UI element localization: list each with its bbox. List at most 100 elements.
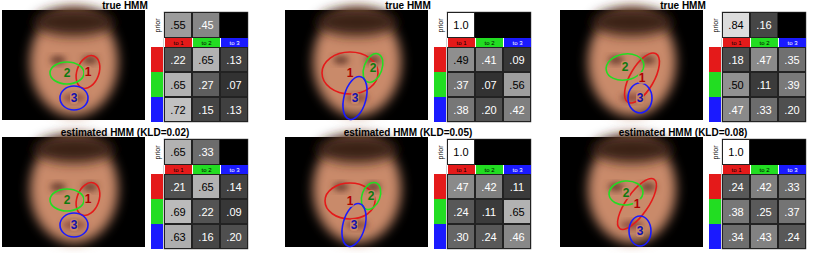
prior-cell: 1.0	[447, 139, 475, 165]
table-cell: .37	[778, 199, 806, 224]
panel-title: true HMM	[2, 0, 248, 11]
panel-title: estimated HMM (KLD=0.02)	[2, 127, 248, 138]
table-cell: .34	[722, 224, 750, 249]
prior-cell: .55	[164, 12, 192, 38]
table-cell: .14	[220, 174, 248, 199]
prior-label: prior	[708, 139, 721, 165]
state-number: 1	[84, 66, 93, 78]
table-cell: .42	[475, 174, 503, 199]
row-header-bar	[434, 174, 446, 199]
column-header: to 1	[722, 165, 750, 174]
state-number: 1	[346, 195, 355, 207]
state-ellipse: 2	[357, 182, 385, 210]
column-header: to 3	[220, 165, 248, 174]
prior-cell: .45	[192, 12, 220, 38]
row-header-bar	[151, 97, 163, 122]
prior-label: prior	[708, 12, 721, 38]
state-ellipse: 3	[60, 211, 88, 239]
column-header: to 2	[475, 38, 503, 47]
row-header-bar	[434, 47, 446, 72]
state-number: 3	[351, 92, 360, 104]
table-cell: .47	[722, 97, 750, 122]
table-cell: .72	[164, 97, 192, 122]
prior-label: prior	[150, 12, 163, 38]
column-header: to 3	[503, 38, 531, 47]
table-cell: .24	[722, 174, 750, 199]
row-header-bar	[151, 47, 163, 72]
state-number: 3	[636, 92, 645, 104]
empty-cell	[475, 139, 503, 165]
table-cell: .22	[164, 47, 192, 72]
state-number: 1	[346, 67, 355, 79]
table-cell: .24	[778, 224, 806, 249]
prior-label: prior	[433, 139, 446, 165]
table-frame	[722, 139, 806, 249]
prior-cell: .84	[722, 12, 750, 38]
table-cell: .24	[447, 199, 475, 224]
state-ellipse: 3	[332, 203, 376, 247]
row-header-bar	[709, 97, 721, 122]
row-header-bar	[434, 72, 446, 97]
table-cell: .18	[722, 47, 750, 72]
table-cell: .07	[475, 72, 503, 97]
table-cell: .38	[722, 199, 750, 224]
table-cell: .47	[750, 47, 778, 72]
column-header: to 3	[778, 165, 806, 174]
empty-cell	[503, 139, 531, 165]
table-cell: .20	[220, 224, 248, 249]
state-number: 1	[633, 198, 642, 210]
table-cell: .65	[192, 47, 220, 72]
empty-cell	[220, 139, 248, 165]
table-cell: .38	[447, 97, 475, 122]
table-cell: .11	[475, 199, 503, 224]
row-header-bar	[709, 174, 721, 199]
table-cell: .41	[475, 47, 503, 72]
prior-cell: 1.0	[722, 139, 750, 165]
panel-title: true HMM	[285, 0, 531, 11]
state-number: 3	[70, 219, 79, 231]
table-cell: .43	[750, 224, 778, 249]
table-cell: .65	[503, 199, 531, 224]
table-frame	[447, 12, 531, 122]
table-cell: .33	[750, 97, 778, 122]
empty-cell	[778, 12, 806, 38]
state-ellipse: 3	[333, 76, 377, 120]
prior-cell: .16	[750, 12, 778, 38]
table-cell: .11	[503, 174, 531, 199]
table-cell: .30	[447, 224, 475, 249]
table-frame	[164, 139, 248, 249]
panel-title: estimated HMM (KLD=0.05)	[285, 127, 531, 138]
panel-title: true HMM	[560, 0, 806, 11]
table-cell: .27	[192, 72, 220, 97]
row-header-bar	[709, 72, 721, 97]
table-cell: .50	[722, 72, 750, 97]
column-header: to 2	[192, 38, 220, 47]
row-header-bar	[434, 97, 446, 122]
state-ellipse: 3	[625, 216, 655, 246]
empty-cell	[475, 12, 503, 38]
table-cell: .42	[750, 174, 778, 199]
state-number: 3	[350, 219, 359, 231]
table-cell: .07	[220, 72, 248, 97]
column-header: to 3	[220, 38, 248, 47]
column-header: to 1	[164, 165, 192, 174]
table-cell: .20	[475, 97, 503, 122]
table-cell: .09	[503, 47, 531, 72]
column-header: to 3	[778, 38, 806, 47]
prior-cell: .33	[192, 139, 220, 165]
row-header-bar	[709, 224, 721, 249]
column-header: to 2	[475, 165, 503, 174]
table-cell: .69	[164, 199, 192, 224]
column-header: to 3	[503, 165, 531, 174]
table-cell: .21	[164, 174, 192, 199]
state-number: 2	[622, 187, 631, 199]
prior-cell: .65	[164, 139, 192, 165]
table-cell: .09	[220, 199, 248, 224]
table-cell: .11	[750, 72, 778, 97]
table-cell: .16	[192, 224, 220, 249]
table-cell: .47	[447, 174, 475, 199]
table-cell: .35	[778, 47, 806, 72]
column-header: to 1	[164, 38, 192, 47]
table-cell: .13	[220, 47, 248, 72]
